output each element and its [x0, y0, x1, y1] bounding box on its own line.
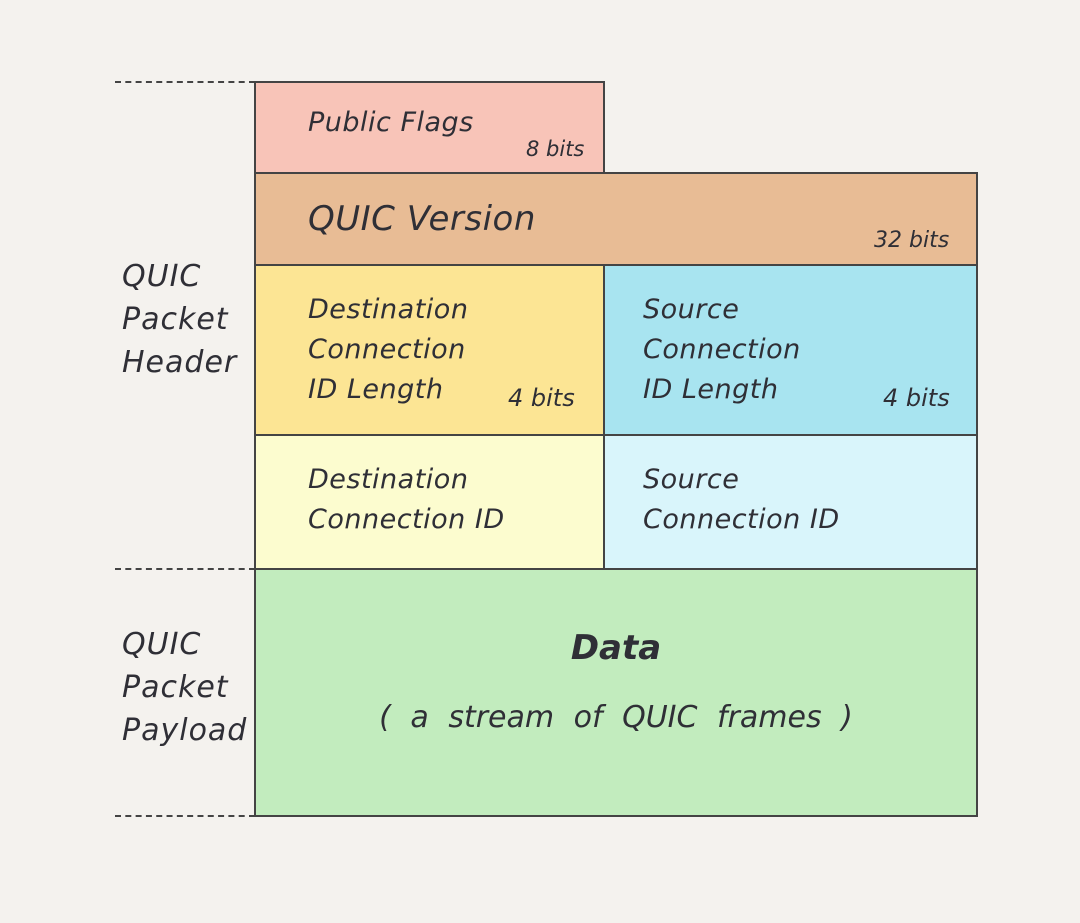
dest-conn-id-length-line-3: ID Length: [308, 374, 444, 405]
data-field: Data ( a stream of QUIC frames ): [254, 568, 978, 817]
header-label-line-2: Packet: [122, 302, 229, 337]
quic-version-bits: 32 bits: [874, 228, 950, 253]
dest-conn-id-length-bits: 4 bits: [508, 384, 575, 412]
dest-conn-id-field: Destination Connection ID: [254, 434, 605, 570]
public-flags-name: Public Flags: [308, 103, 474, 143]
dest-conn-id-length-line-1: Destination: [308, 294, 469, 325]
src-conn-id-line-1: Source: [643, 464, 740, 495]
src-conn-id-field: Source Connection ID: [603, 434, 978, 570]
quic-version-name-line-1: QUIC Version: [308, 199, 536, 239]
header-label-line-3: Header: [122, 345, 238, 380]
header-label: QUIC Packet Header: [122, 255, 237, 384]
src-conn-id-name: Source Connection ID: [643, 460, 840, 540]
src-conn-id-length-name: Source Connection ID Length: [643, 290, 801, 410]
payload-label: QUIC Packet Payload: [122, 623, 247, 752]
separator-middle: [115, 568, 255, 570]
header-label-line-1: QUIC: [122, 259, 202, 294]
dest-conn-id-line-1: Destination: [308, 464, 469, 495]
dest-conn-id-length-line-2: Connection: [308, 334, 466, 365]
src-conn-id-length-line-3: ID Length: [643, 374, 779, 405]
quic-version-name: QUIC Version: [308, 196, 536, 242]
data-subtitle: ( a stream of QUIC frames ): [379, 700, 853, 735]
src-conn-id-length-line-2: Connection: [643, 334, 801, 365]
dest-conn-id-line-2: Connection ID: [308, 504, 505, 535]
public-flags-name-line-1: Public Flags: [308, 107, 474, 138]
dest-conn-id-length-name: Destination Connection ID Length: [308, 290, 468, 410]
public-flags-field: Public Flags 8 bits: [254, 81, 605, 174]
dest-conn-id-length-field: Destination Connection ID Length 4 bits: [254, 264, 605, 436]
dest-conn-id-name: Destination Connection ID: [308, 460, 505, 540]
data-title: Data: [570, 628, 662, 668]
payload-label-line-2: Packet: [122, 670, 229, 705]
src-conn-id-length-bits: 4 bits: [883, 384, 950, 412]
src-conn-id-length-line-1: Source: [643, 294, 740, 325]
src-conn-id-length-field: Source Connection ID Length 4 bits: [603, 264, 978, 436]
quic-version-field: QUIC Version 32 bits: [254, 172, 978, 266]
separator-bottom: [115, 815, 255, 817]
src-conn-id-line-2: Connection ID: [643, 504, 840, 535]
public-flags-bits: 8 bits: [526, 137, 585, 161]
payload-label-line-1: QUIC: [122, 627, 202, 662]
payload-label-line-3: Payload: [122, 713, 248, 748]
separator-top: [115, 81, 255, 83]
